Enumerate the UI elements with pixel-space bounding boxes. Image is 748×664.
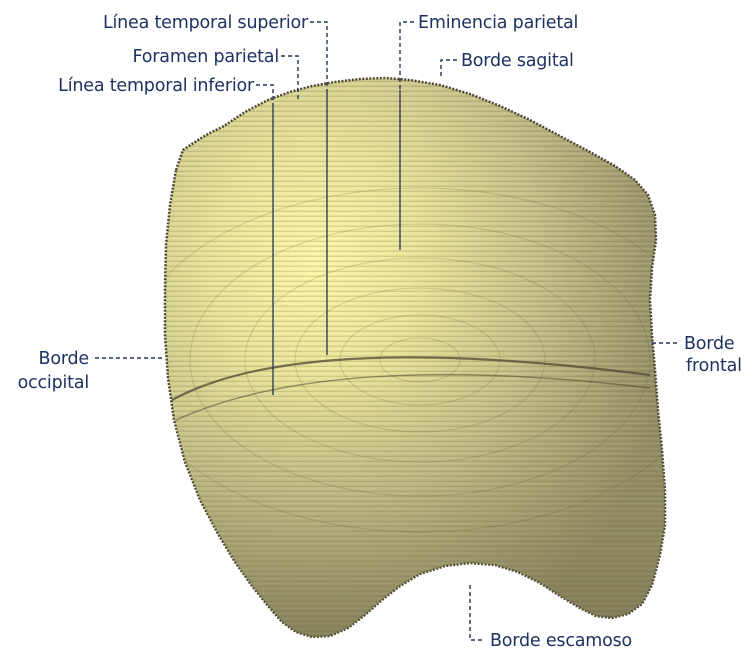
label-borde-frontal-line2: frontal	[686, 356, 742, 376]
label-borde-escamoso: Borde escamoso	[490, 631, 632, 651]
label-borde-occipital-line2: occipital	[18, 373, 89, 393]
label-borde-sagital: Borde sagital	[461, 51, 574, 71]
label-eminencia-parietal: Eminencia parietal	[418, 13, 578, 33]
parietal-bone	[130, 70, 710, 650]
label-borde-occipital-line1: Borde	[39, 349, 89, 369]
label-borde-frontal-line1: Borde	[684, 334, 734, 354]
label-foramen-parietal: Foramen parietal	[133, 47, 279, 67]
label-linea-temporal-superior: Línea temporal superior	[103, 13, 309, 33]
label-linea-temporal-inferior: Línea temporal inferior	[58, 76, 255, 96]
